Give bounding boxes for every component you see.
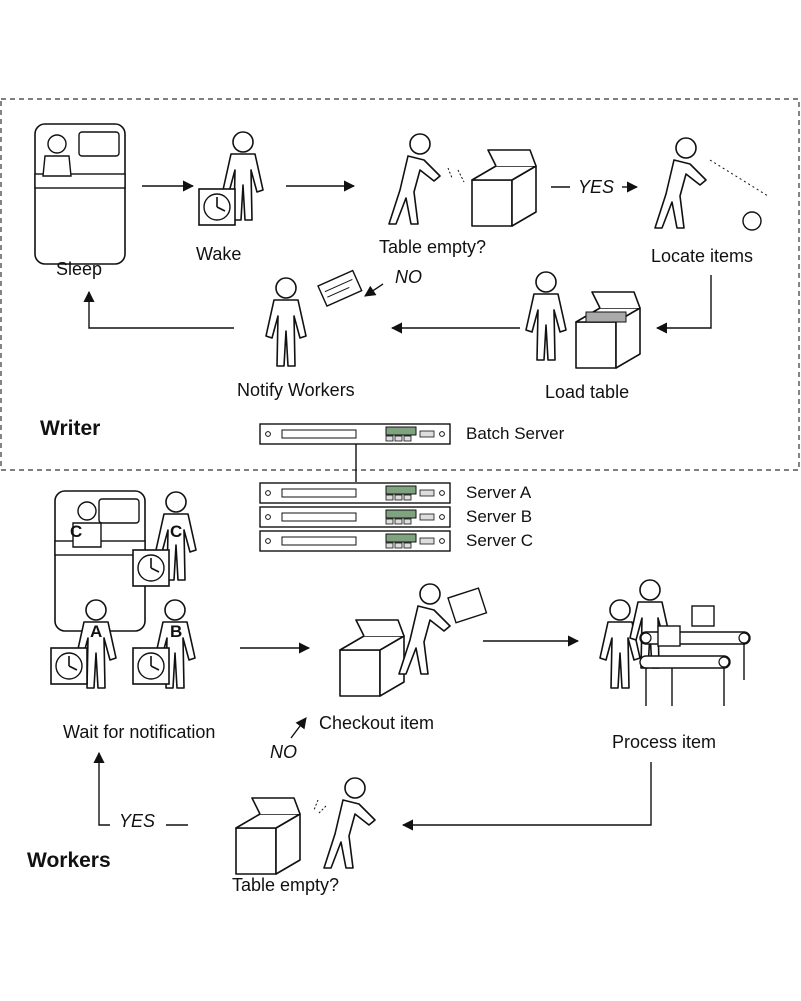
wake-label: Wake: [196, 244, 242, 264]
writer-frame: [0, 98, 800, 471]
server-c-icon: [259, 530, 451, 552]
batch-server-icon: [259, 423, 451, 445]
server-a-label: Server A: [466, 483, 532, 502]
notify-workers-icon: [265, 269, 363, 367]
batch-server-label: Batch Server: [466, 424, 565, 443]
worker-b-badge: B: [170, 622, 183, 641]
worker-c-bed-icon: [54, 490, 146, 632]
locate-items-icon: [654, 137, 769, 231]
arrow-process-check: [401, 762, 652, 831]
server-c-label: Server C: [466, 531, 534, 550]
notify-workers-label: Notify Workers: [237, 380, 355, 400]
writer-table-empty-label: Table empty?: [379, 237, 487, 257]
process-label: Process item: [612, 732, 717, 752]
workers-section-title: Workers: [27, 849, 111, 872]
process-item-icon: [599, 579, 751, 706]
writer-check-table-icon: [388, 133, 537, 227]
sleep-label: Sleep: [56, 259, 103, 279]
arrow-no-notify: [364, 283, 384, 297]
worker-a-badge: A: [90, 622, 103, 641]
server-b-icon: [259, 506, 451, 528]
arrow-notify-sleep: [83, 290, 234, 329]
wait-label: Wait for notification: [63, 722, 216, 742]
wake-icon: [198, 131, 264, 226]
worker-c-badge: C: [170, 522, 183, 541]
workers-table-empty-label: Table empty?: [232, 875, 340, 895]
load-table-icon: [525, 271, 641, 369]
checkout-label: Checkout item: [319, 713, 435, 733]
writer-yes-label: YES: [578, 177, 615, 197]
arrow-locate-load: [655, 275, 712, 334]
workers-no-label: NO: [270, 742, 297, 762]
load-table-label: Load table: [545, 382, 630, 402]
checkout-item-icon: [339, 583, 488, 697]
writer-no-label: NO: [395, 267, 422, 287]
sleep-icon: [34, 123, 126, 265]
workers-check-table-icon: [235, 777, 376, 875]
locate-items-label: Locate items: [651, 246, 754, 266]
server-b-label: Server B: [466, 507, 533, 526]
worker-c-bed-badge: C: [70, 522, 83, 541]
writer-section-title: Writer: [40, 417, 101, 440]
workers-yes-label: YES: [119, 811, 156, 831]
arrow-yes-wait: [93, 751, 110, 826]
arrow-no-checkout: [290, 717, 307, 739]
server-a-icon: [259, 482, 451, 504]
